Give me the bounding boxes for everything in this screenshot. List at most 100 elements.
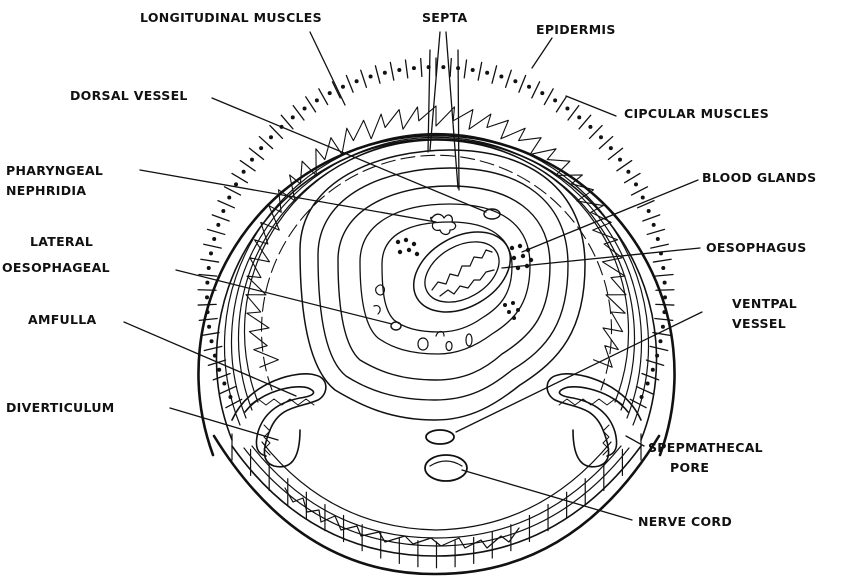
epidermis-cell-nucleus: [269, 135, 273, 139]
epidermis-cell-nucleus: [213, 354, 217, 358]
epidermis-cell-wall: [655, 319, 673, 321]
oesophagus-wall-inner: [414, 229, 509, 314]
label-longitudinal-muscles: LONGITUDINAL MUSCLES: [140, 10, 322, 25]
epidermis-cell-nucleus: [618, 158, 622, 162]
epidermis-cell-wall: [646, 360, 663, 365]
epidermis-cell-wall: [506, 70, 512, 87]
epidermis-cell-wall: [492, 66, 497, 83]
epidermis-cell-nucleus: [663, 295, 667, 299]
label-septa: SEPTA: [422, 10, 467, 25]
epidermis-cell-nucleus: [207, 266, 211, 270]
label-lateral: LATERAL: [30, 234, 93, 249]
epidermis-cell-wall: [544, 89, 553, 105]
epidermis-cell-nucleus: [513, 79, 517, 83]
label-nephridia: NEPHRIDIA: [6, 183, 86, 198]
epidermis-cell-wall: [625, 173, 640, 182]
label-blood-glands: BLOOD GLANDS: [702, 170, 816, 185]
epidermis-cell-nucleus: [553, 98, 557, 102]
epidermis-cell-nucleus: [565, 106, 569, 110]
epidermis-cell-nucleus: [527, 85, 531, 89]
epidermis-cell-wall: [519, 76, 526, 93]
epidermis-cell-wall: [643, 215, 660, 221]
body-wall: [198, 58, 674, 455]
epidermis-cell-nucleus: [234, 182, 238, 186]
epidermis-cell-nucleus: [369, 75, 373, 79]
epidermis-cell-nucleus: [647, 209, 651, 213]
leader-longitudinal-muscles: [310, 32, 345, 105]
epidermis-cell-wall: [655, 274, 673, 276]
epidermis-cell-nucleus: [217, 368, 221, 372]
epidermis-cell-wall: [346, 76, 353, 93]
epidermis-cell-wall: [464, 60, 466, 78]
epidermis-cell-nucleus: [207, 325, 211, 329]
epidermis-cell-wall: [218, 201, 234, 208]
epidermis-cell-nucleus: [640, 395, 644, 399]
epidermis-cell-wall: [653, 259, 671, 262]
ventral-body-wall: [214, 434, 659, 574]
label-ampulla: AMFULLA: [28, 312, 97, 327]
label-spermathecal: SPEPMATHECAL: [648, 440, 763, 455]
labels: LONGITUDINAL MUSCLES SEPTA EPIDERMIS DOR…: [2, 10, 816, 529]
epidermis-cell-nucleus: [609, 146, 613, 150]
epidermis-cell-nucleus: [205, 281, 209, 285]
epidermis-cell-wall: [361, 70, 367, 87]
epidermis-cell-wall: [421, 58, 422, 76]
epidermis-cell-nucleus: [303, 106, 307, 110]
epidermis-cell-nucleus: [661, 266, 665, 270]
epidermis-cell-nucleus: [315, 98, 319, 102]
epidermis-cell-wall: [332, 82, 340, 98]
spermatheca-right: [547, 374, 641, 467]
epidermis-cell-nucleus: [250, 158, 254, 162]
label-diverticulum: DIVERTICULUM: [6, 400, 115, 415]
epidermis-cell-nucleus: [588, 125, 592, 129]
leader-epidermis: [532, 38, 552, 68]
epidermis-cell-nucleus: [397, 68, 401, 72]
leader-ampulla: [124, 322, 296, 396]
epidermis-cell-wall: [405, 60, 407, 78]
nerve-cord: [425, 455, 467, 481]
label-dorsal-vessel: DORSAL VESSEL: [70, 88, 188, 103]
epidermis-cell-wall: [199, 319, 217, 321]
epidermis-cell-wall: [204, 244, 222, 248]
epidermis-cell-nucleus: [355, 79, 359, 83]
outer-epidermis-outline: [199, 135, 675, 455]
pharyngeal-nephridia: [431, 214, 456, 234]
epidermis-cell-wall: [208, 229, 225, 234]
epidermis-cell-wall: [532, 82, 540, 98]
epidermis-cell-wall: [240, 161, 255, 171]
muscle-fold-path: [246, 106, 626, 367]
epidermis-cell-wall: [375, 66, 380, 83]
epidermis-cell-nucleus: [646, 382, 650, 386]
epidermis-cell-wall: [219, 387, 235, 394]
epidermis-cell-wall: [293, 106, 304, 120]
ventral-folds: [285, 488, 519, 548]
epidermis-cell-wall: [198, 304, 216, 305]
nerve-cord-texture: [430, 461, 462, 466]
oesophagus-wall-outer: [399, 216, 524, 329]
septum-ring-5: [382, 222, 512, 332]
epidermis-cell-nucleus: [221, 209, 225, 213]
epidermis-cell-nucleus: [222, 382, 226, 386]
label-ventral: VENTPAL: [732, 296, 797, 311]
epidermis-cell-wall: [568, 106, 579, 120]
epidermis-cell-nucleus: [227, 196, 231, 200]
epidermis-cell-nucleus: [328, 91, 332, 95]
leader-septa-1: [430, 32, 440, 150]
epidermis-cell-wall: [617, 161, 632, 171]
epidermis-cell-nucleus: [383, 71, 387, 75]
label-pharyngeal: PHARYNGEAL: [6, 163, 103, 178]
ventral-vessel: [426, 430, 454, 444]
epidermis-cell-wall: [556, 97, 566, 112]
epidermis-cell-wall: [201, 259, 219, 262]
epidermis-cell-wall: [390, 62, 393, 80]
epidermis-cell-nucleus: [341, 85, 345, 89]
leader-ventral-vessel: [456, 312, 702, 432]
epidermis-cell-nucleus: [209, 251, 213, 255]
epidermis-cell-nucleus: [540, 91, 544, 95]
epidermis-cell-nucleus: [210, 339, 214, 343]
epidermis-cell-nucleus: [205, 295, 209, 299]
septum-line-right: [458, 50, 459, 190]
epidermis-cell-wall: [631, 187, 647, 195]
epidermis-cell-wall: [225, 187, 241, 195]
